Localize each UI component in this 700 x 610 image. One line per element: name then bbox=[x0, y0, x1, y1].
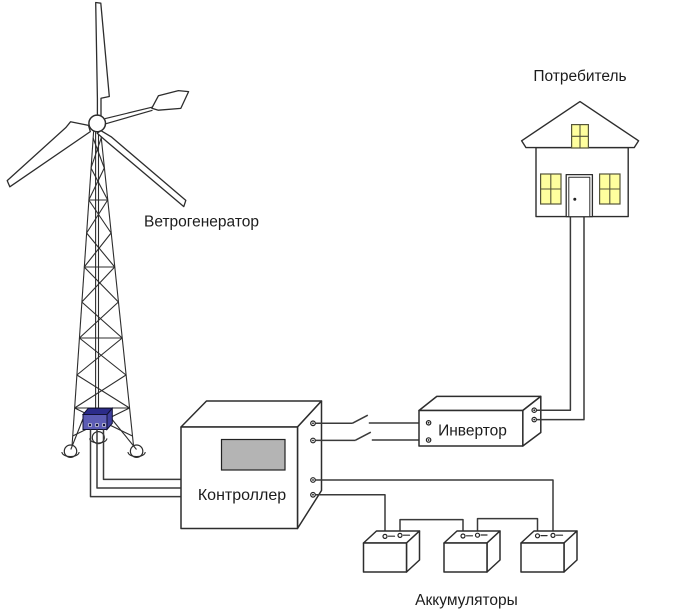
knife-switch-icon bbox=[355, 431, 372, 441]
tail-boom-lower bbox=[104, 109, 153, 125]
controller-screen bbox=[220, 438, 286, 471]
inverter-front bbox=[418, 409, 524, 447]
consumer-label: Потребитель bbox=[533, 68, 626, 85]
wires-turbine-to-controller bbox=[89, 429, 181, 498]
inverter-label: Инвертор bbox=[438, 423, 507, 440]
blade-right bbox=[96, 129, 187, 208]
battery-icon bbox=[443, 530, 501, 573]
controller-terminals bbox=[310, 420, 316, 498]
blade-up bbox=[95, 1, 110, 117]
controller-label: Контроллер bbox=[198, 487, 286, 504]
blade-left bbox=[6, 121, 91, 188]
inverter-box: Инвертор bbox=[418, 395, 542, 447]
ground-anchor-icon bbox=[61, 431, 146, 458]
junction-terminal bbox=[94, 422, 100, 428]
battery-series-link bbox=[476, 517, 539, 534]
rotor-hub bbox=[88, 114, 107, 133]
junction-terminal bbox=[101, 422, 107, 428]
wires-inverter-to-consumer bbox=[536, 216, 585, 421]
knife-switch-icon bbox=[352, 414, 369, 424]
wires-controller-to-inverter bbox=[315, 414, 427, 442]
tail-vane bbox=[151, 89, 190, 111]
inverter-terminals bbox=[425, 407, 538, 443]
junction-box-front bbox=[82, 414, 108, 430]
left-window bbox=[539, 173, 562, 205]
house-icon bbox=[520, 100, 640, 218]
inverter-top bbox=[418, 395, 542, 412]
tower-lattice bbox=[71, 131, 135, 447]
attic-window bbox=[570, 123, 589, 149]
battery-series-link bbox=[399, 518, 464, 534]
wind-turbine-icon bbox=[6, 1, 190, 458]
battery-icon bbox=[520, 530, 578, 573]
door bbox=[565, 173, 594, 218]
junction-box bbox=[81, 406, 114, 431]
controller-box: Контроллер bbox=[180, 400, 323, 530]
tail-boom bbox=[104, 106, 153, 120]
junction-terminal bbox=[87, 422, 93, 428]
batteries-label: Аккумуляторы bbox=[415, 592, 518, 609]
right-window bbox=[598, 173, 621, 205]
guy-wire-left bbox=[70, 414, 86, 450]
battery-icon bbox=[362, 530, 421, 573]
door-knob bbox=[573, 197, 577, 201]
wires-controller-to-batteries bbox=[315, 479, 554, 534]
wind-generator-label: Ветрогенератор bbox=[144, 214, 259, 231]
